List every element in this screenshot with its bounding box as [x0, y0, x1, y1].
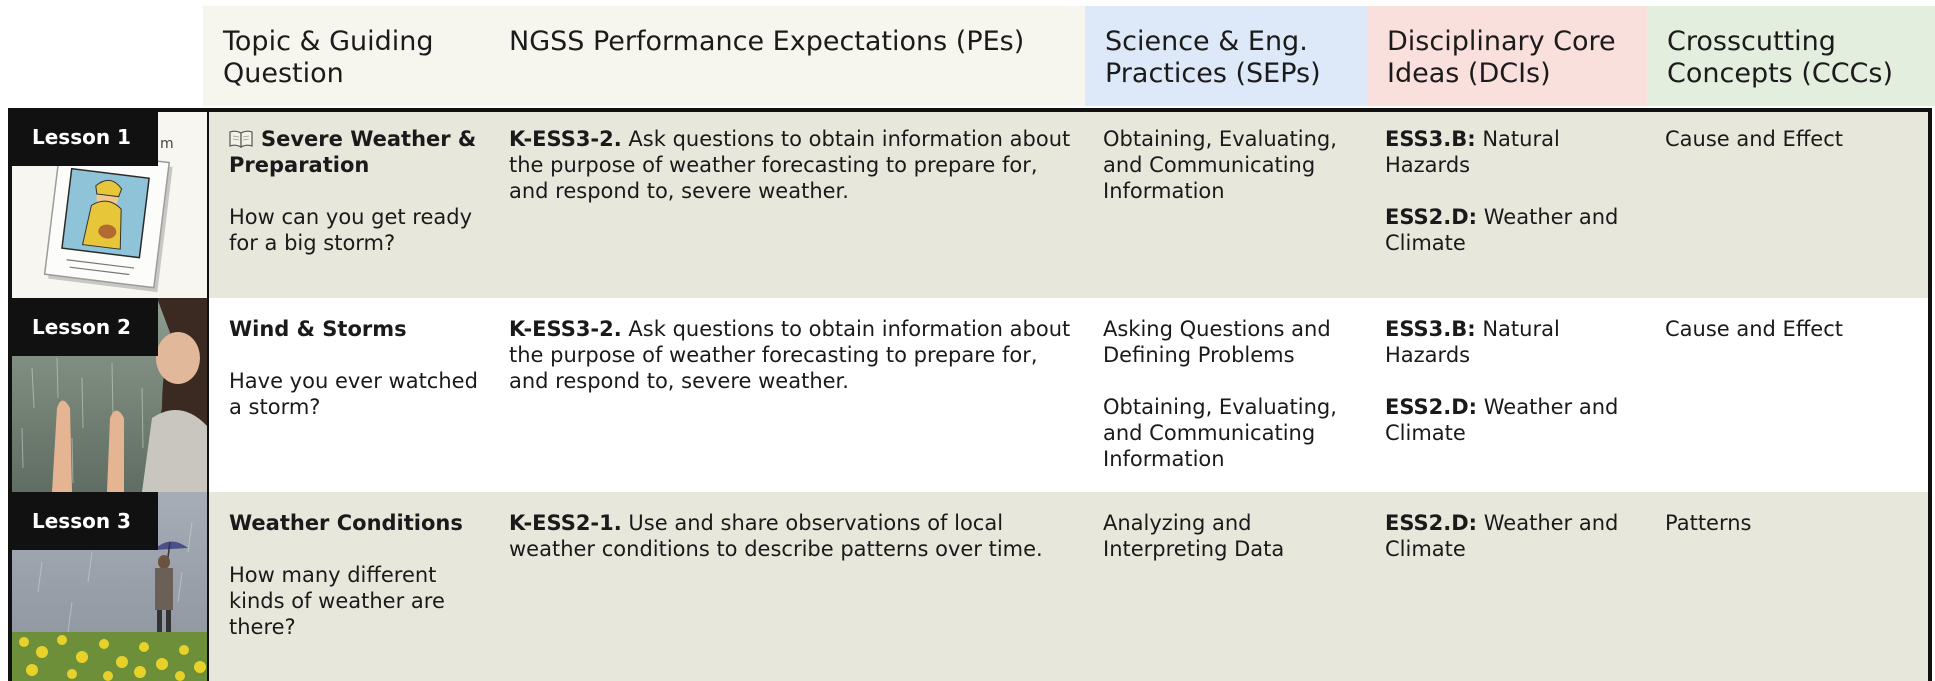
dci-text: Natural Hazards [1385, 127, 1560, 177]
dci-text: Natural Hazards [1385, 317, 1560, 367]
pe-cell: K-ESS3-2. Ask questions to obtain inform… [509, 316, 1079, 394]
sep-item: Obtaining, Evaluating, and Communicating… [1103, 127, 1337, 203]
pe-text: Ask questions to obtain information abou… [509, 317, 1071, 393]
svg-text:m: m [160, 136, 174, 152]
sep-cell: Analyzing and Interpreting Data [1103, 510, 1363, 562]
sep-item: Asking Questions and Defining Problems [1103, 317, 1331, 367]
lesson-row-2: Lesson 2 Wind & Storms Have you ever wat… [8, 298, 1932, 492]
sep-cell: Obtaining, Evaluating, and Communicating… [1103, 126, 1363, 204]
sep-item: Obtaining, Evaluating, and Communicating… [1103, 395, 1337, 471]
lesson-tag: Lesson 1 [12, 108, 158, 166]
open-book-icon [229, 130, 253, 148]
dci-text: Weather and Climate [1385, 395, 1619, 445]
pe-code: K-ESS2-1. [509, 511, 622, 535]
header-sep: Science & Eng. Practices (SEPs) [1085, 6, 1367, 106]
ccc-cell: Cause and Effect [1665, 317, 1843, 341]
lesson-row-1: m Lesson 1 Severe Weather & Preparation … [8, 108, 1932, 298]
header-ccc: Crosscutting Concepts (CCCs) [1647, 6, 1935, 106]
dci-item: ESS3.B: Natural Hazards [1385, 316, 1645, 368]
guiding-question: How many different kinds of weather are … [229, 563, 445, 639]
dci-code: ESS3.B: [1385, 317, 1476, 341]
child-at-rainy-window-photo: Lesson 2 [12, 298, 209, 492]
ccc-cell: Cause and Effect [1665, 127, 1843, 151]
dci-cell: ESS3.B: Natural Hazards ESS2.D: Weather … [1385, 126, 1645, 256]
topic-cell: Wind & Storms Have you ever watched a st… [229, 316, 479, 420]
dci-item: ESS2.D: Weather and Climate [1385, 510, 1645, 562]
lesson-tag: Lesson 2 [12, 298, 158, 356]
topic-cell: Severe Weather & Preparation How can you… [229, 126, 479, 256]
dci-code: ESS2.D: [1385, 395, 1478, 419]
dci-text: Weather and Climate [1385, 511, 1619, 561]
dci-text: Weather and Climate [1385, 205, 1619, 255]
sep-cell: Asking Questions and Defining Problems O… [1103, 316, 1363, 472]
pe-text: Ask questions to obtain information abou… [509, 127, 1071, 203]
lesson-tag: Lesson 3 [12, 492, 158, 550]
dci-item: ESS3.B: Natural Hazards [1385, 126, 1645, 178]
dci-code: ESS2.D: [1385, 511, 1478, 535]
header-topic: Topic & Guiding Question [203, 6, 481, 106]
guiding-question: How can you get ready for a big storm? [229, 205, 473, 255]
pe-code: K-ESS3-2. [509, 317, 622, 341]
table-header: Topic & Guiding Question NGSS Performanc… [0, 0, 1935, 108]
lesson-title: Severe Weather & Preparation [229, 127, 477, 177]
guiding-question: Have you ever watched a storm? [229, 369, 478, 419]
dci-item: ESS2.D: Weather and Climate [1385, 204, 1645, 256]
lesson-title: Wind & Storms [229, 317, 407, 341]
dci-code: ESS2.D: [1385, 205, 1478, 229]
book-cover-image: m Lesson 1 [12, 108, 209, 298]
lesson-row-3: Lesson 3 Weather Conditions How many dif… [8, 492, 1932, 681]
person-with-umbrella-in-rain-photo: Lesson 3 [12, 492, 209, 681]
ccc-cell: Patterns [1665, 511, 1752, 535]
pe-cell: K-ESS3-2. Ask questions to obtain inform… [509, 126, 1079, 204]
header-performance-expectations: NGSS Performance Expectations (PEs) [481, 6, 1085, 106]
topic-cell: Weather Conditions How many different ki… [229, 510, 479, 640]
table-border [8, 108, 1932, 681]
dci-cell: ESS2.D: Weather and Climate [1385, 510, 1645, 562]
lesson-title: Weather Conditions [229, 511, 463, 535]
header-dci: Disciplinary Core Ideas (DCIs) [1367, 6, 1647, 106]
pe-cell: K-ESS2-1. Use and share observations of … [509, 510, 1079, 562]
pe-text: Use and share observations of local weat… [509, 511, 1043, 561]
pe-code: K-ESS3-2. [509, 127, 622, 151]
dci-item: ESS2.D: Weather and Climate [1385, 394, 1645, 446]
dci-code: ESS3.B: [1385, 127, 1476, 151]
dci-cell: ESS3.B: Natural Hazards ESS2.D: Weather … [1385, 316, 1645, 446]
sep-item: Analyzing and Interpreting Data [1103, 511, 1285, 561]
